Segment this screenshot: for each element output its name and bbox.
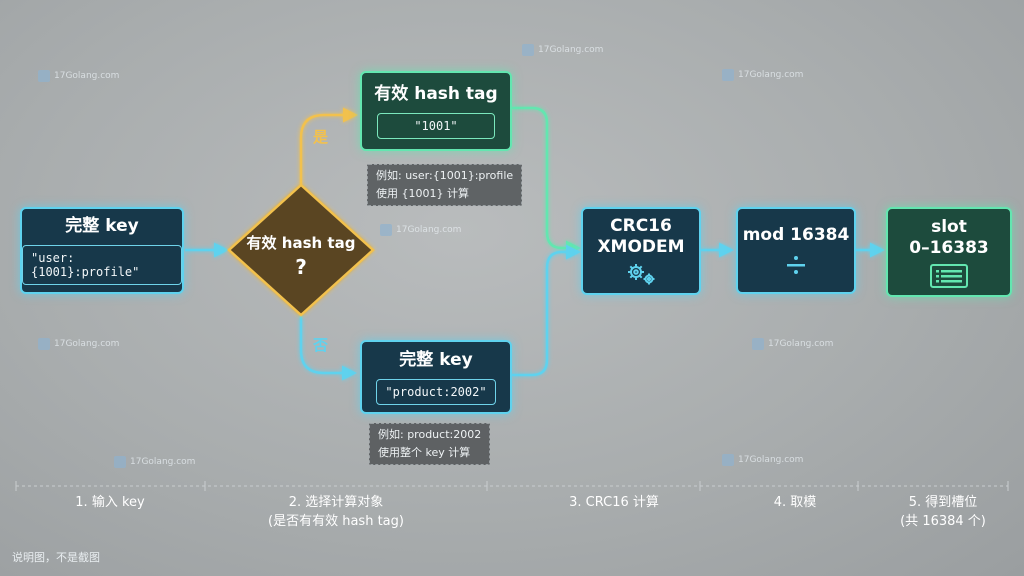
step-3-label: 3. CRC16 计算 — [569, 495, 659, 510]
note-line: 使用整个 key 计算 — [378, 446, 471, 459]
watermark: 17Golang.com — [722, 454, 803, 466]
full-key-title: 完整 key — [399, 349, 473, 370]
branch-yes-label: 是 — [313, 128, 329, 146]
watermark-logo-icon — [752, 338, 764, 350]
decision-diamond-shape — [227, 183, 375, 317]
slot-node: slot 0–16383 — [886, 207, 1012, 297]
decision-question-mark: ? — [295, 255, 307, 279]
divide-icon — [787, 256, 805, 274]
input-key-value: "user:{1001}:profile" — [22, 245, 182, 285]
full-key-node: 完整 key "product:2002" — [360, 340, 512, 414]
slot-range: 0–16383 — [909, 237, 989, 258]
input-key-title: 完整 key — [65, 216, 139, 236]
watermark: 17Golang.com — [380, 224, 461, 236]
hash-tag-example-note: 例如: user:{1001}:profile 使用 {1001} 计算 — [367, 164, 523, 206]
gears-icon — [628, 263, 655, 284]
caption: 说明图，不是截图 — [12, 551, 100, 564]
mod-title: mod 16384 — [742, 225, 850, 245]
watermark-logo-icon — [722, 69, 734, 81]
full-key-example-note: 例如: product:2002 使用整个 key 计算 — [369, 423, 491, 465]
note-line: 例如: product:2002 — [378, 428, 482, 441]
hash-tag-value: "1001" — [377, 112, 495, 139]
step-1-label: 1. 输入 key — [75, 495, 145, 510]
watermark-logo-icon — [38, 338, 50, 350]
watermark-logo-icon — [380, 224, 392, 236]
hash-tag-node: 有效 hash tag "1001" — [360, 71, 512, 151]
watermark: 17Golang.com — [752, 338, 833, 350]
crc16-subtitle: XMODEM — [597, 236, 685, 257]
full-key-value: "product:2002" — [376, 378, 496, 405]
decision-node: 有效 hash tag ? — [229, 232, 373, 279]
arrow-yes-to-crc — [512, 106, 581, 256]
watermark-logo-icon — [38, 70, 50, 82]
hash-tag-title: 有效 hash tag — [374, 83, 498, 104]
input-key-node: 完整 key "user:{1001}:profile" — [20, 207, 184, 294]
slot-title: slot — [931, 216, 967, 237]
crc16-title: CRC16 — [610, 215, 672, 236]
arrow-decision-no — [299, 315, 357, 381]
branch-no-label: 否 — [313, 336, 329, 354]
watermark-logo-icon — [114, 456, 126, 468]
decision-title: 有效 hash tag — [246, 234, 356, 252]
step-5-label: 5. 得到槽位 (共 16384 个) — [900, 495, 986, 529]
watermark: 17Golang.com — [522, 44, 603, 56]
arrow-no-to-crc — [512, 244, 581, 377]
step-4-label: 4. 取模 — [773, 495, 817, 510]
crc16-node: CRC16 XMODEM — [581, 207, 701, 295]
mod-node: mod 16384 — [736, 207, 856, 294]
note-line: 使用 {1001} 计算 — [376, 187, 469, 200]
watermark: 17Golang.com — [114, 456, 195, 468]
list-icon — [930, 263, 968, 288]
watermark: 17Golang.com — [38, 338, 119, 350]
watermark: 17Golang.com — [38, 70, 119, 82]
note-line: 例如: user:{1001}:profile — [376, 169, 514, 182]
watermark-logo-icon — [722, 454, 734, 466]
watermark-logo-icon — [522, 44, 534, 56]
arrow-decision-yes — [299, 107, 358, 185]
step-2-label: 2. 选择计算对象 (是否有有效 hash tag) — [268, 495, 404, 529]
watermark: 17Golang.com — [722, 69, 803, 81]
